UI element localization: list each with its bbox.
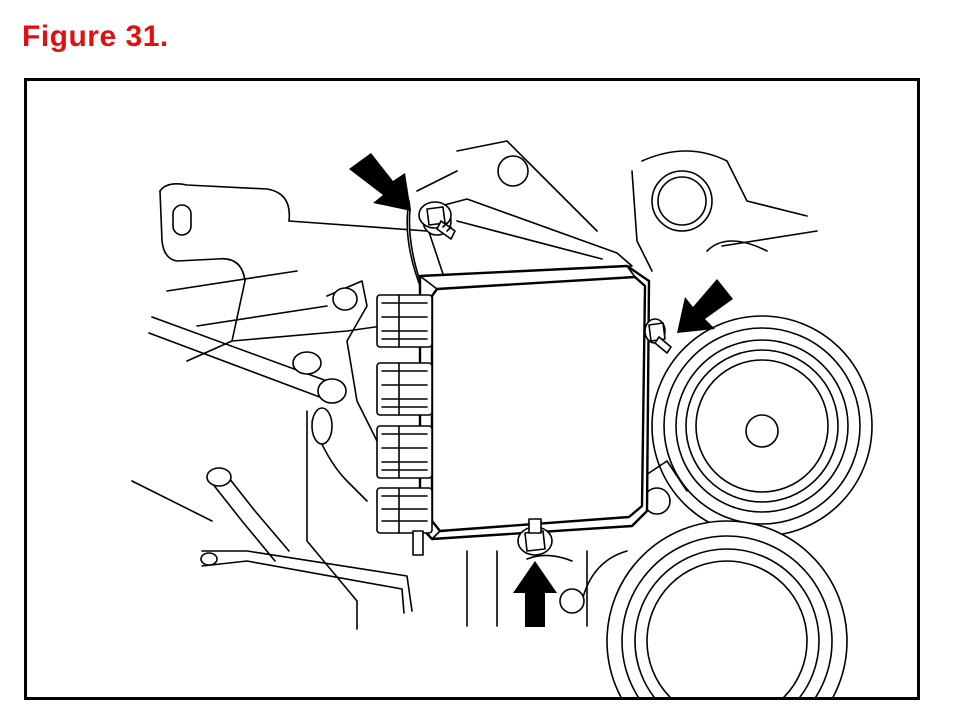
upper-pulley	[631, 150, 818, 272]
arrow-right-bolt	[677, 279, 733, 333]
connector-3	[376, 425, 433, 479]
figure-title: Figure 31.	[22, 20, 169, 53]
connector-2	[376, 362, 433, 416]
arrow-bottom-bolt	[513, 561, 557, 627]
lower-left-pipe	[131, 467, 413, 614]
connector-1	[376, 294, 433, 348]
lower-center-lines	[496, 460, 688, 627]
illustration-frame	[24, 78, 920, 700]
left-bracket	[159, 183, 428, 362]
bottom-mounting-bolt	[517, 518, 553, 556]
lower-rod	[148, 316, 347, 404]
right-mounting-bolt	[644, 318, 672, 354]
engine-block-left	[306, 280, 468, 630]
top-bolt-background	[416, 140, 598, 232]
control-module	[418, 264, 651, 541]
connector-4	[376, 487, 433, 534]
line-drawing	[131, 140, 873, 697]
middle-pulley	[651, 315, 873, 537]
arrow-top-bolt	[349, 153, 411, 211]
lower-pulley	[559, 520, 848, 697]
connector-tab	[412, 530, 424, 556]
top-mounting-bolt	[418, 201, 456, 240]
